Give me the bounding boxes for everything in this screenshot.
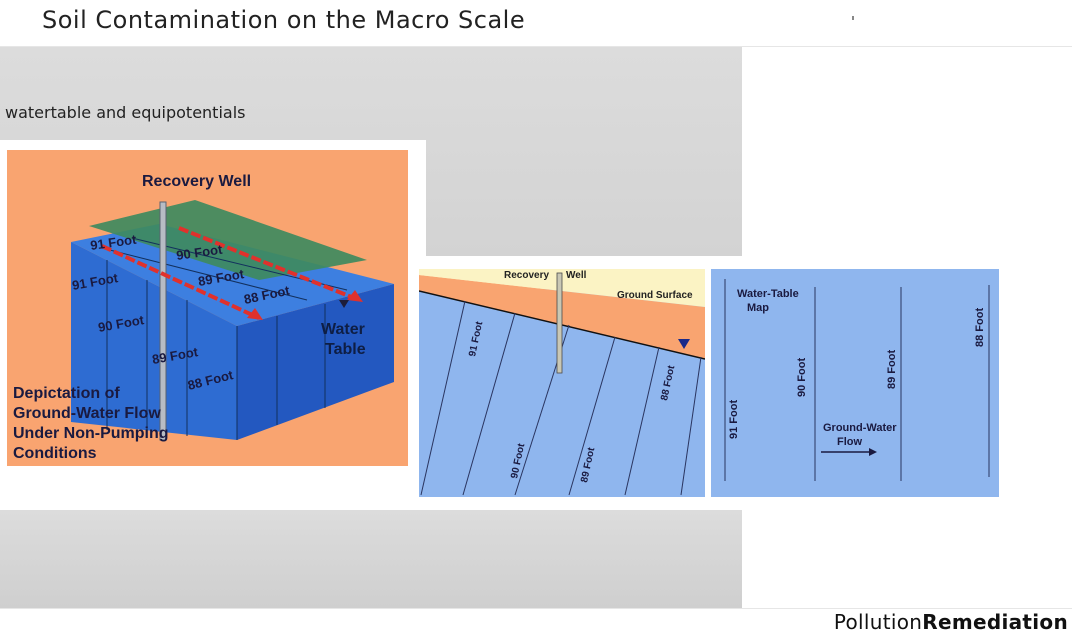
map-contour-90: 90 Foot bbox=[796, 358, 808, 397]
recovery-well-label: Recovery Well bbox=[142, 173, 251, 190]
recovery-well-pipe bbox=[159, 201, 167, 441]
footer-brand: PollutionRemediation bbox=[834, 610, 1068, 634]
contour-label-91-top: 91 Foot bbox=[89, 232, 138, 253]
block-diagram: Recovery Well 91 Foot 90 Foot 89 Foot 88… bbox=[7, 150, 408, 466]
map-title-line-1: Water-Table bbox=[737, 288, 799, 300]
contour-lines bbox=[101, 237, 348, 440]
flow-arrows bbox=[101, 226, 363, 320]
cross-section-diagram: Recovery Well Ground Surface 91 Foot 90 … bbox=[419, 269, 705, 497]
flow-label-line-1: Ground-Water bbox=[823, 422, 897, 434]
divider-top bbox=[0, 46, 1072, 47]
caption-line-1: Depictation of bbox=[13, 385, 120, 402]
caption-line-4: Conditions bbox=[13, 445, 97, 462]
page-title: Soil Contamination on the Macro Scale bbox=[42, 6, 526, 34]
map-contours bbox=[724, 279, 990, 481]
divider-bottom bbox=[0, 608, 1072, 609]
map-contour-91: 91 Foot bbox=[728, 400, 740, 439]
cross-section-contours bbox=[420, 300, 702, 496]
water-table-marker-icon bbox=[339, 300, 349, 308]
map-background bbox=[711, 269, 999, 497]
footer-brand-bold: Remediation bbox=[922, 610, 1068, 634]
map-contour-89: 89 Foot bbox=[886, 350, 898, 389]
map-contour-88: 88 Foot bbox=[974, 308, 986, 347]
block-top-face bbox=[71, 224, 394, 326]
water-table-label-2: Table bbox=[325, 341, 366, 358]
ground-plane bbox=[89, 200, 367, 280]
water-table-label-1: Water bbox=[321, 321, 365, 338]
water-table-marker-icon bbox=[678, 339, 690, 349]
ground-surface-label: Ground Surface bbox=[617, 290, 693, 301]
footer-brand-light: Pollution bbox=[833, 610, 923, 634]
scan-speck bbox=[852, 16, 854, 20]
contour-label-90-top: 90 Foot bbox=[175, 242, 224, 263]
bottom-gray-band bbox=[0, 510, 742, 608]
map-title-line-2: Map bbox=[747, 302, 769, 314]
flow-label-line-2: Flow bbox=[837, 436, 862, 448]
page-subtitle: watertable and equipotentials bbox=[5, 103, 246, 122]
water-table-map: Water-Table Map 91 Foot 90 Foot 89 Foot … bbox=[711, 269, 999, 497]
caption-line-2: Ground-Water Flow bbox=[13, 405, 161, 422]
flow-arrow-icon bbox=[869, 448, 877, 456]
cross-section-recovery-label: Recovery bbox=[504, 270, 549, 281]
block-front-face bbox=[237, 284, 394, 440]
cross-section-well bbox=[556, 272, 563, 374]
cross-section-well-label: Well bbox=[566, 270, 587, 281]
caption-line-3: Under Non-Pumping bbox=[13, 425, 169, 442]
block-left-face bbox=[71, 242, 237, 440]
